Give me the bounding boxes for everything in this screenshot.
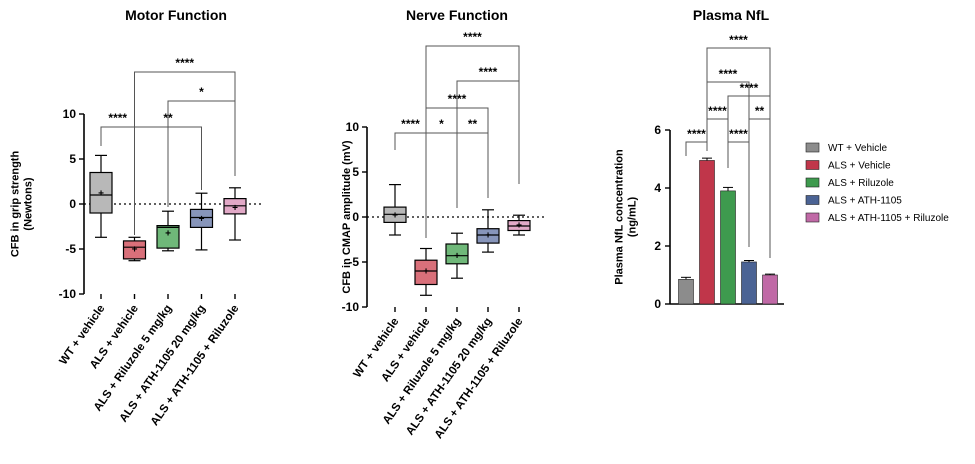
nerve-function-title: Nerve Function (406, 7, 508, 23)
y-tick-label: -5 (65, 242, 76, 256)
box-mean-marker: + (98, 189, 104, 200)
y-tick-label: 4 (654, 181, 661, 195)
legend-swatch (805, 142, 820, 153)
bar (699, 160, 715, 305)
legend-item-label: WT + Vehicle (828, 143, 887, 154)
significance-bracket (425, 45, 520, 238)
significance-label: **** (719, 67, 738, 81)
y-tick-label: 0 (352, 210, 359, 224)
y-tick-label: 2 (654, 239, 661, 253)
box (189, 208, 214, 228)
bar (741, 261, 757, 305)
legend-swatch (805, 160, 820, 170)
y-tick-label: 0 (654, 297, 661, 311)
significance-bracket (167, 100, 236, 207)
significance-label: **** (463, 30, 482, 44)
y-axis-label: CFB in CMAP amplitude (mV) (341, 140, 353, 294)
box-mean-marker: + (165, 228, 171, 239)
box (89, 171, 113, 214)
significance-label: **** (108, 111, 127, 125)
motor-function-title: Motor Function (125, 7, 227, 23)
significance-bracket (748, 118, 771, 258)
legend-item-label: ALS + ATH-1105 + Riluzole (828, 213, 949, 224)
significance-label: ** (755, 104, 765, 118)
legend-swatch (805, 212, 820, 223)
y-tick-label: -5 (348, 255, 359, 269)
significance-bracket (456, 132, 489, 208)
legend-swatch (805, 177, 820, 188)
significance-label: **** (401, 117, 420, 131)
y-tick-label: 10 (63, 107, 77, 121)
box (156, 225, 180, 249)
significance-bracket (456, 80, 520, 208)
box-mean-marker: + (392, 211, 398, 222)
y-tick-label: -10 (342, 300, 360, 314)
y-tick-label: 6 (654, 123, 661, 137)
box-mean-marker: + (485, 231, 491, 242)
y-axis-label: Plasma NfL concentration (614, 149, 626, 285)
box-mean-marker: + (132, 245, 138, 256)
bar (678, 279, 694, 305)
y-tick-label: -10 (59, 287, 77, 301)
significance-bracket (727, 95, 771, 258)
y-tick-label: 0 (69, 197, 76, 211)
y-tick-label: 10 (346, 120, 360, 134)
box-mean-marker: + (454, 251, 460, 262)
significance-label: **** (740, 81, 759, 95)
significance-label: **** (479, 65, 498, 79)
significance-bracket (706, 47, 771, 258)
significance-label: **** (708, 104, 727, 118)
significance-bracket (425, 132, 458, 238)
box-mean-marker: + (516, 221, 522, 232)
significance-label: **** (729, 33, 748, 47)
y-tick-label: 5 (69, 152, 76, 166)
box-mean-marker: + (232, 203, 238, 214)
significance-label: * (199, 85, 204, 99)
y-axis-label: CFB in grip strength (10, 151, 22, 258)
box-mean-marker: + (423, 267, 429, 278)
legend-item-label: ALS + ATH-1105 (828, 196, 902, 207)
y-axis-label: (ng/mL) (627, 197, 639, 238)
significance-label: * (439, 117, 444, 131)
box (414, 259, 438, 286)
bar (762, 274, 778, 305)
significance-bracket (134, 71, 236, 235)
y-tick-label: 5 (352, 165, 359, 179)
box (445, 243, 469, 265)
legend-swatch (805, 195, 820, 205)
significance-bracket (685, 141, 708, 156)
legend-item-label: ALS + Riluzole (828, 178, 894, 189)
legend-item-label: ALS + Vehicle (828, 161, 891, 172)
significance-label: **** (687, 127, 706, 141)
bar (720, 190, 736, 305)
box (122, 240, 147, 260)
significance-label: ** (468, 117, 478, 131)
box (476, 228, 500, 244)
significance-label: **** (729, 127, 748, 141)
y-axis-label: (Newtons) (23, 177, 35, 231)
significance-label: **** (175, 56, 194, 70)
plasma-nfl-title: Plasma NfL (693, 7, 770, 23)
box-mean-marker: + (199, 214, 205, 225)
